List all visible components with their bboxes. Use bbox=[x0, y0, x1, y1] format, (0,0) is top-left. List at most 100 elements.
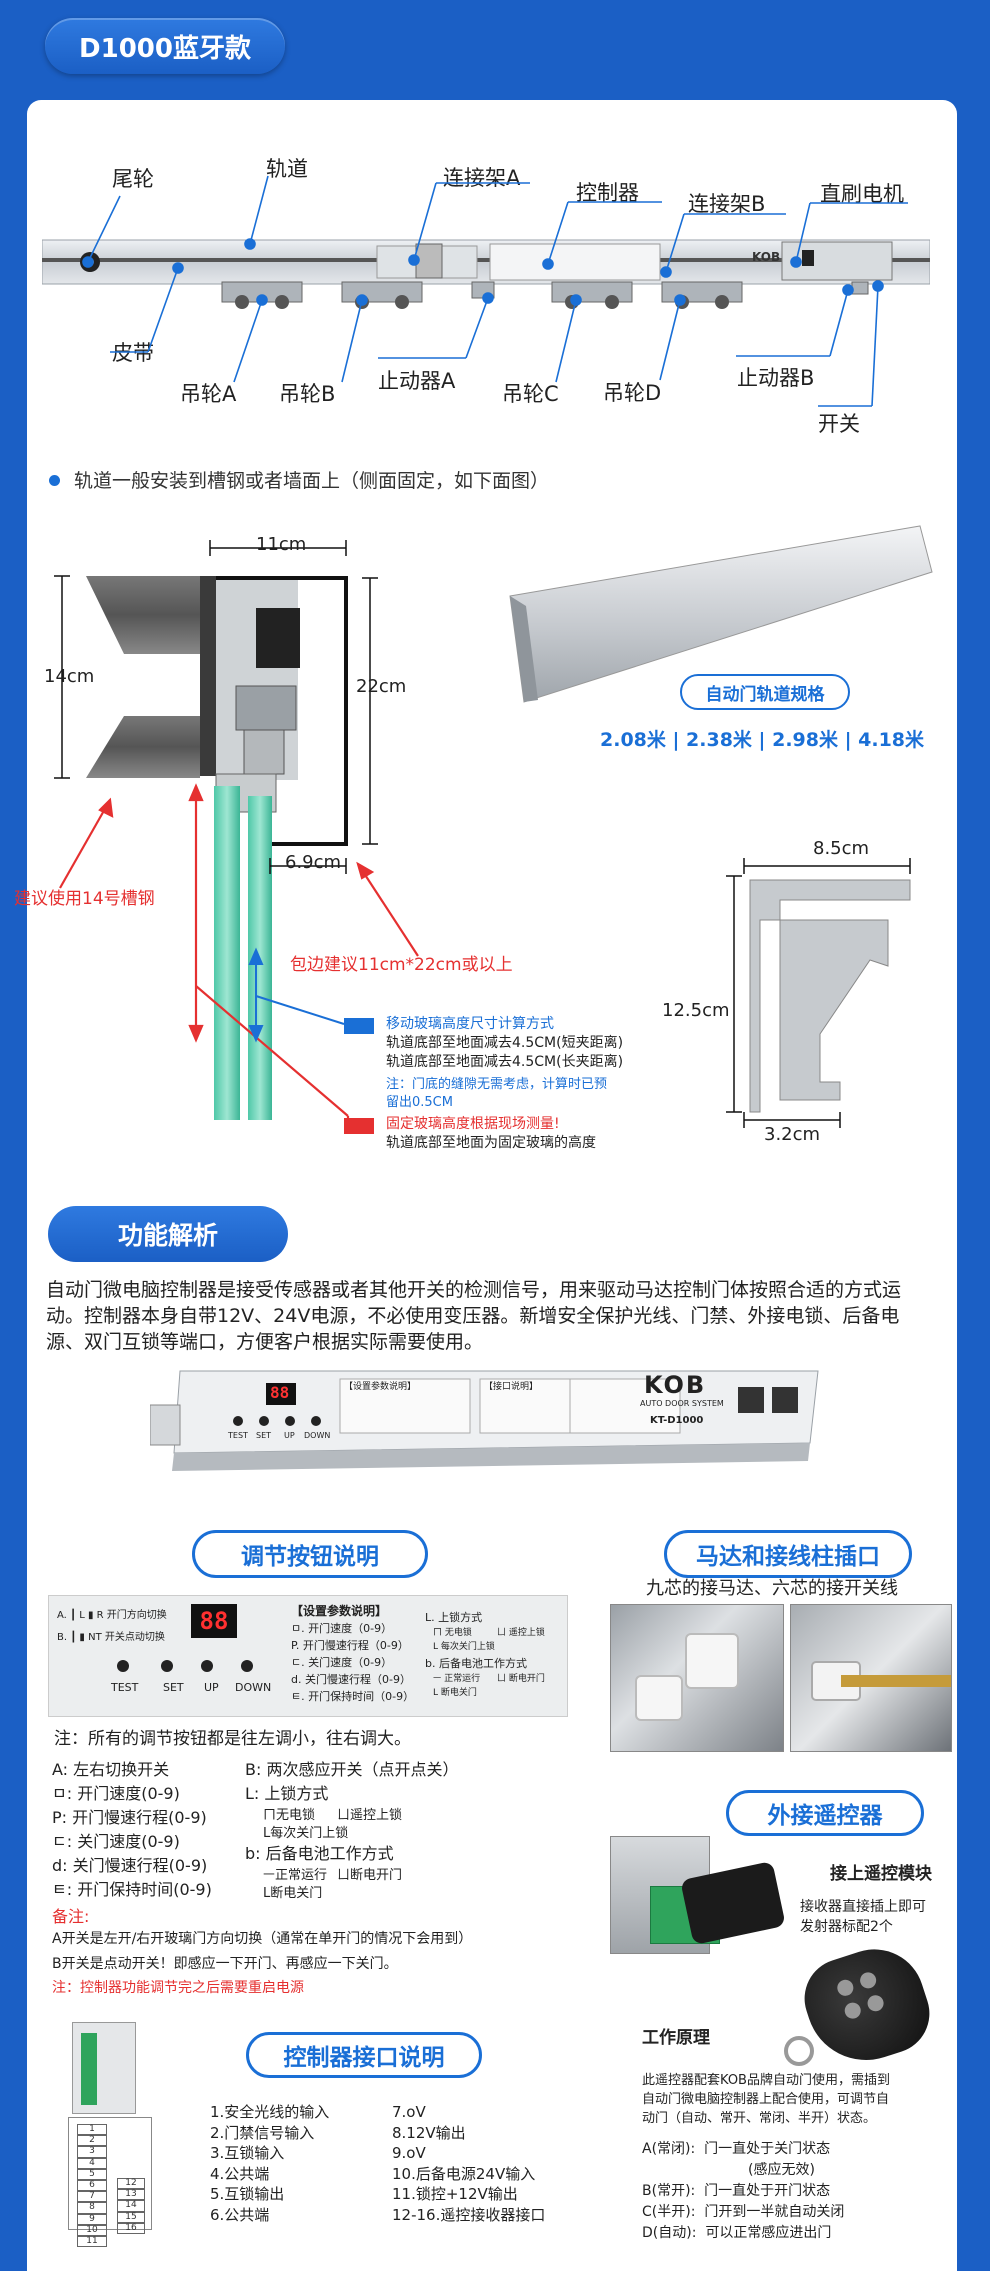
mode-d: D(自动): 可以正常感应进出门 bbox=[642, 2223, 844, 2244]
adjust-item-close-slow: d: 关门慢速行程(0-9) bbox=[52, 1856, 208, 1875]
ports-col1: 1.安全光线的输入 2.门禁信号输入 3.互锁输入 4.公共端 5.互锁输出 6… bbox=[210, 2102, 329, 2225]
pin-12: 12 bbox=[117, 2178, 145, 2190]
lock-opt-2: L每次关门上锁 bbox=[263, 1826, 349, 1841]
fixed-glass-marker bbox=[344, 1118, 374, 1134]
label-track: 轨道 bbox=[266, 157, 308, 181]
pin-15: 15 bbox=[117, 2211, 145, 2223]
principle-text-2: 自动门微电脑控制器上配合使用，可调节自 bbox=[642, 2092, 890, 2107]
features-text: 自动门微电脑控制器是接受传感器或者其他开关的检测信号，用来驱动马达控制门体按照合… bbox=[46, 1279, 902, 1353]
battery-opt-0: ㅡ正常运行 bbox=[263, 1868, 327, 1883]
pin-16: 16 bbox=[117, 2222, 145, 2235]
adjust-title-text: 调节按钮说明 bbox=[241, 1544, 379, 1570]
board-display: 88 bbox=[270, 1383, 290, 1402]
adjust-item-lock: L: 上锁方式 bbox=[245, 1784, 329, 1803]
panel-label-set: SET bbox=[163, 1681, 184, 1694]
dim-height-left: 14cm bbox=[44, 666, 95, 687]
remote-module-desc1: 接收器直接插上即可 bbox=[800, 1899, 926, 1915]
profile-dim-side: 12.5cm bbox=[662, 1000, 730, 1021]
panel-param-3: d. 关门慢速行程（0-9） bbox=[291, 1673, 411, 1686]
adjust-item-a: A: 左右切换开关 bbox=[52, 1760, 170, 1779]
pin-3: 3 bbox=[77, 2146, 107, 2158]
label-stopper-a: 止动器A bbox=[378, 369, 456, 393]
board-model: KT-D1000 bbox=[650, 1415, 704, 1426]
pin-2: 2 bbox=[77, 2135, 107, 2147]
board-port-title: 【接口说明】 bbox=[484, 1382, 539, 1392]
install-note-bullet bbox=[49, 475, 60, 486]
channel-steel-note: 建议使用14号槽钢 bbox=[14, 889, 155, 909]
label-hanger-b: 吊轮B bbox=[279, 382, 336, 406]
adjust-item-open-slow: P: 开门慢速行程(0-9) bbox=[52, 1808, 207, 1827]
port-item-7: 7.oV bbox=[392, 2103, 426, 2121]
adjust-title: 调节按钮说明 bbox=[192, 1530, 428, 1578]
moving-glass-line2: 轨道底部至地面减去4.5CM(长夹距离) bbox=[386, 1054, 624, 1070]
panel-lock-opt-1: ㄩ 遥控上锁 bbox=[497, 1628, 545, 1638]
pin-7: 7 bbox=[77, 2191, 107, 2203]
panel-battery-title: b. 后备电池工作方式 bbox=[425, 1657, 527, 1670]
set-button[interactable] bbox=[161, 1660, 173, 1672]
port-item-9: 9.oV bbox=[392, 2144, 426, 2162]
mode-a-sub-desc: (感应无效) bbox=[748, 2162, 815, 2178]
port-item-5: 5.互锁输出 bbox=[210, 2185, 285, 2203]
remote-key-c-icon bbox=[842, 2000, 863, 2021]
ports-title-text: 控制器接口说明 bbox=[283, 2045, 445, 2071]
board-btn-up: UP bbox=[284, 1431, 295, 1440]
adjust-item-b: B: 两次感应开关（点开点关） bbox=[245, 1760, 459, 1779]
panel-label-up: UP bbox=[204, 1681, 219, 1694]
remote-module-photo bbox=[610, 1826, 800, 1956]
dim-height-right: 22cm bbox=[356, 676, 407, 697]
adjust-item-open-speed: ㅁ: 开门速度(0-9) bbox=[52, 1784, 180, 1803]
mode-a-desc: 门一直处于关门状态 bbox=[704, 2141, 831, 2157]
principle-text-3: 动门（自动、常开、常闭、半开）状态。 bbox=[642, 2111, 877, 2126]
label-hanger-d: 吊轮D bbox=[603, 381, 662, 405]
panel-battery-opt-0: ㅡ 正常运行 bbox=[433, 1674, 481, 1684]
label-hanger-a: 吊轮A bbox=[180, 382, 237, 406]
nine-pin-connector-icon bbox=[685, 1633, 739, 1689]
test-button[interactable] bbox=[117, 1660, 129, 1672]
port-item-2: 2.门禁信号输入 bbox=[210, 2123, 315, 2142]
panel-lock-opt-0: ㄇ 无电锁 bbox=[433, 1628, 472, 1638]
diagram-leader-lines bbox=[82, 175, 908, 407]
dim-gap: 6.9cm bbox=[285, 852, 342, 873]
port-item-12-16: 12-16.遥控接收器接口 bbox=[392, 2205, 546, 2224]
remote-key-b-icon bbox=[858, 1970, 879, 1991]
panel-battery-opt-1: ㄩ 断电开门 bbox=[497, 1674, 545, 1684]
switch-a-label: A. ┃ L ▮ R 开门方向切换 bbox=[57, 1610, 167, 1621]
motor-terminal-subtitle: 九芯的接马达、六芯的接开关线 bbox=[646, 1578, 898, 1599]
adjust-panel: A. ┃ L ▮ R 开门方向切换 B. ┃ ▮ NT 开关点动切换 88 TE… bbox=[48, 1595, 568, 1717]
pin-10: 10 bbox=[77, 2224, 107, 2237]
remark-line-3: 注：控制器功能调节完之后需要重启电源 bbox=[52, 1980, 304, 1996]
keyring-icon bbox=[784, 2036, 814, 2066]
up-button[interactable] bbox=[201, 1660, 213, 1672]
adjust-item-hold-time: ㅌ: 开门保持时间(0-9) bbox=[52, 1880, 212, 1899]
features-title-text: 功能解析 bbox=[117, 1221, 218, 1250]
panel-btn-row bbox=[111, 1660, 261, 1674]
terminal-photo-left bbox=[610, 1604, 784, 1752]
remote-module-desc2: 发射器标配2个 bbox=[800, 1919, 893, 1935]
remark-line-2: B开关是点动开关！即感应一下开门、再感应一下关门。 bbox=[52, 1956, 398, 1972]
pin-5: 5 bbox=[77, 2168, 107, 2181]
adjust-note: 注：所有的调节按钮都是往左调小，往右调大。 bbox=[54, 1729, 411, 1749]
panel-label-down: DOWN bbox=[235, 1681, 272, 1694]
label-tail-wheel: 尾轮 bbox=[112, 167, 154, 191]
board-btn-test: TEST bbox=[228, 1431, 248, 1440]
product-title-pill: D1000蓝牙款 bbox=[45, 18, 285, 74]
panel-battery-opt-2: L 断电关门 bbox=[433, 1688, 477, 1698]
remark-line-1: A开关是左开/右开玻璃门方向切换（通常在单开门的情况下会用到） bbox=[52, 1931, 473, 1947]
pin-14: 14 bbox=[117, 2200, 145, 2212]
adjust-item-battery: b: 后备电池工作方式 bbox=[245, 1844, 394, 1863]
cross-section-diagram bbox=[54, 540, 419, 1124]
moving-glass-marker bbox=[344, 1018, 374, 1034]
down-button[interactable] bbox=[241, 1660, 253, 1672]
battery-opt-2: L断电关门 bbox=[263, 1886, 323, 1901]
port-item-1: 1.安全光线的输入 bbox=[210, 2103, 330, 2121]
lock-opt-1: ㄩ遥控上锁 bbox=[337, 1808, 403, 1823]
panel-display: 88 bbox=[191, 1604, 237, 1638]
pin-6: 6 bbox=[77, 2180, 107, 2192]
label-controller: 控制器 bbox=[576, 181, 639, 205]
terminal-photo-right bbox=[790, 1604, 952, 1752]
port-module-icon bbox=[72, 2022, 136, 2114]
port-item-6: 6.公共端 bbox=[210, 2205, 270, 2224]
mode-c: C(半开): 门开到一半就自动关闭 bbox=[642, 2202, 844, 2223]
rail-lengths: 2.08米 | 2.38米 | 2.98米 | 4.18米 bbox=[600, 729, 925, 751]
remark-title: 备注: bbox=[52, 1907, 90, 1926]
